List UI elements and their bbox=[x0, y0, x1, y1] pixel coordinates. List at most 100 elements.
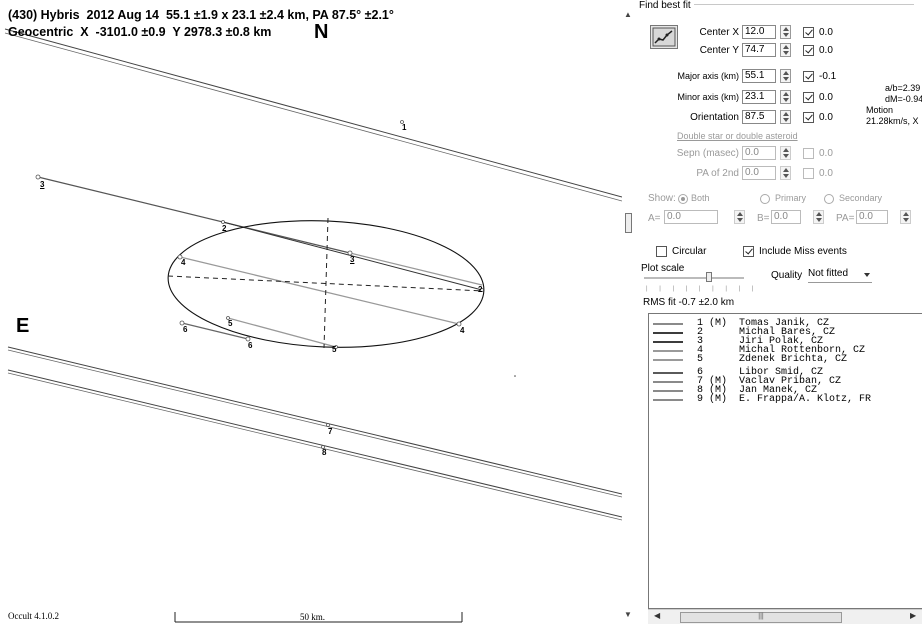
find-best-fit-button[interactable] bbox=[650, 25, 678, 49]
b-label: B= bbox=[757, 213, 770, 224]
plot-scale-slider[interactable] bbox=[706, 272, 712, 282]
sepn-checkbox[interactable] bbox=[803, 148, 814, 159]
chord-label: 2 bbox=[478, 285, 483, 294]
line-swatch bbox=[653, 372, 683, 374]
list-item[interactable]: 1 (M)Tomas Janik, CZ bbox=[649, 319, 922, 329]
minor-axis-label: Minor axis (km) bbox=[677, 92, 739, 102]
chord-label: 7 bbox=[328, 427, 333, 436]
motion-label: Motion bbox=[866, 105, 894, 115]
scale-bar bbox=[174, 612, 463, 623]
pa-spinner[interactable] bbox=[900, 210, 911, 224]
major-axis-checkbox[interactable] bbox=[803, 71, 814, 82]
major-axis-label: Major axis (km) bbox=[677, 71, 739, 81]
chord-line-8b bbox=[7, 372, 622, 521]
chord-label: 3 bbox=[350, 255, 355, 264]
observer-name: Jan Manek, CZ bbox=[739, 385, 818, 396]
b-spinner[interactable] bbox=[813, 210, 824, 224]
major-axis-input[interactable]: 55.1 bbox=[742, 69, 776, 83]
show-both-radio[interactable] bbox=[678, 194, 688, 204]
splitter-grip[interactable] bbox=[625, 213, 632, 233]
center-x-spinner[interactable] bbox=[780, 25, 791, 39]
center-x-input[interactable]: 12.0 bbox=[742, 25, 776, 39]
list-scrollbar[interactable]: ◀ ||| ▶ bbox=[648, 609, 922, 624]
major-axis-delta: -0.1 bbox=[819, 71, 837, 82]
circular-checkbox[interactable] bbox=[656, 246, 667, 257]
show-secondary-radio[interactable] bbox=[824, 194, 834, 204]
scroll-right-icon[interactable]: ▶ bbox=[910, 611, 917, 620]
pa2-checkbox[interactable] bbox=[803, 168, 814, 179]
observer-number: 5 bbox=[697, 354, 704, 365]
double-star-link[interactable]: Double star or double asteroid bbox=[677, 131, 798, 141]
show-label: Show: bbox=[648, 193, 676, 204]
pa2-delta: 0.0 bbox=[819, 168, 833, 179]
observer-number: 3 bbox=[697, 336, 704, 347]
center-y-label: Center Y bbox=[699, 45, 739, 56]
north-marker: N bbox=[314, 21, 329, 43]
chord-label: 2 bbox=[222, 224, 227, 233]
pa-input[interactable]: 0.0 bbox=[856, 210, 888, 224]
center-y-checkbox[interactable] bbox=[803, 45, 814, 56]
line-swatch bbox=[653, 359, 683, 361]
occultation-plot[interactable]: (430) Hybris 2012 Aug 14 55.1 ±1.9 x 23.… bbox=[0, 0, 622, 624]
line-swatch bbox=[653, 341, 683, 343]
chart-fit-icon bbox=[652, 27, 676, 47]
minor-axis-input[interactable]: 23.1 bbox=[742, 90, 776, 104]
chord-diagram bbox=[4, 28, 622, 623]
line-swatch bbox=[653, 332, 683, 334]
show-both-label: Both bbox=[691, 193, 710, 203]
quality-dropdown[interactable]: Not fitted bbox=[808, 268, 872, 283]
center-y-spinner[interactable] bbox=[780, 43, 791, 57]
plot-scale-label: Plot scale bbox=[641, 263, 685, 274]
quality-value: Not fitted bbox=[808, 268, 849, 279]
scale-label: 50 km. bbox=[300, 612, 326, 622]
sepn-delta: 0.0 bbox=[819, 148, 833, 159]
chord-label: 4 bbox=[460, 326, 465, 335]
minor-axis-spinner[interactable] bbox=[780, 90, 791, 104]
major-axis-spinner[interactable] bbox=[780, 69, 791, 83]
minor-axis-checkbox[interactable] bbox=[803, 92, 814, 103]
scroll-thumb[interactable]: ||| bbox=[680, 612, 842, 623]
observer-number: 6 bbox=[697, 367, 704, 378]
chord-label: 4 bbox=[181, 258, 186, 267]
show-primary-radio[interactable] bbox=[760, 194, 770, 204]
chord-line-6 bbox=[181, 322, 249, 340]
chord-line-7b bbox=[7, 349, 622, 498]
a-input[interactable]: 0.0 bbox=[664, 210, 718, 224]
chord-label: 8 bbox=[322, 448, 327, 457]
chord-label: 3 bbox=[40, 180, 45, 189]
center-x-checkbox[interactable] bbox=[803, 27, 814, 38]
scroll-up-icon[interactable]: ▲ bbox=[624, 10, 632, 19]
sepn-spinner[interactable] bbox=[780, 146, 791, 160]
a-label: A= bbox=[648, 213, 661, 224]
orientation-input[interactable]: 87.5 bbox=[742, 110, 776, 124]
scroll-left-icon[interactable]: ◀ bbox=[654, 611, 661, 620]
quality-label: Quality bbox=[771, 270, 803, 281]
pa2-input[interactable]: 0.0 bbox=[742, 166, 776, 180]
plot-scrollbar[interactable]: ▲ ▼ bbox=[622, 0, 636, 624]
b-input[interactable]: 0.0 bbox=[771, 210, 801, 224]
list-item[interactable]: 7 (M)Vaclav Priban, CZ bbox=[649, 377, 922, 387]
orientation-spinner[interactable] bbox=[780, 110, 791, 124]
observer-name: Vaclav Priban, CZ bbox=[739, 376, 842, 387]
pa2-spinner[interactable] bbox=[780, 166, 791, 180]
line-swatch bbox=[653, 390, 683, 392]
list-item[interactable]: 8 (M)Jan Manek, CZ bbox=[649, 386, 922, 396]
version-label: Occult 4.1.0.2 bbox=[8, 611, 59, 621]
include-miss-checkbox[interactable] bbox=[743, 246, 754, 257]
plot-scale-track[interactable] bbox=[644, 277, 744, 279]
list-item[interactable]: 9 (M)E. Frappa/A. Klotz, FR bbox=[649, 395, 922, 405]
center-y-input[interactable]: 74.7 bbox=[742, 43, 776, 57]
sepn-label: Sepn (masec) bbox=[676, 148, 739, 159]
scroll-down-icon[interactable]: ▼ bbox=[624, 610, 632, 619]
line-swatch bbox=[653, 323, 683, 325]
group-title: Find best fit bbox=[639, 0, 694, 11]
sepn-input[interactable]: 0.0 bbox=[742, 146, 776, 160]
orientation-checkbox[interactable] bbox=[803, 112, 814, 123]
a-spinner[interactable] bbox=[734, 210, 745, 224]
